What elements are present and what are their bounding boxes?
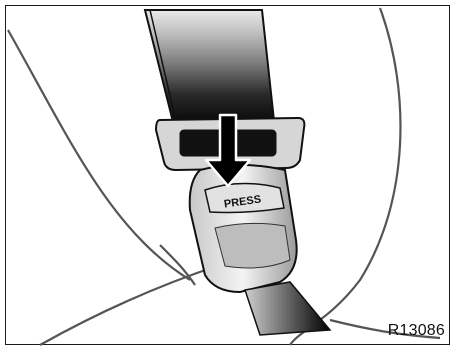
shoulder-belt [145,10,275,130]
lower-strap [245,282,330,335]
buckle: PRESS [190,165,297,292]
figure-code: R13086 [388,322,445,340]
